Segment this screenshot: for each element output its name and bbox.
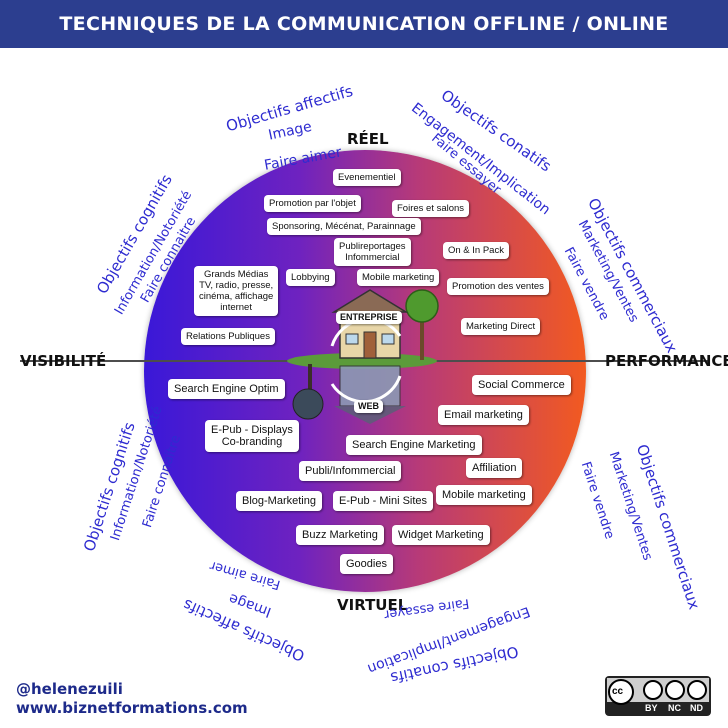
item-lobbying: Lobbying: [286, 269, 335, 286]
item-relations-publiques: Relations Publiques: [181, 328, 275, 345]
nd-label: ND: [690, 703, 703, 713]
item-affiliation: Affiliation: [466, 458, 523, 478]
item-mobile-marketing-web: Mobile marketing: [436, 485, 532, 505]
axis-bottom-label: VIRTUEL: [337, 596, 408, 614]
obj-image-top: Image: [267, 118, 314, 144]
item-sponsoring: Sponsoring, Mécénat, Parainnage: [267, 218, 421, 235]
item-epub-mini-sites: E-Pub - Mini Sites: [333, 491, 434, 511]
item-evenementiel: Evenementiel: [333, 169, 401, 186]
page-title: TECHNIQUES DE LA COMMUNICATION OFFLINE /…: [0, 0, 728, 48]
by-label: BY: [645, 703, 658, 713]
item-mobile-marketing-real: Mobile marketing: [357, 269, 440, 286]
item-widget-marketing: Widget Marketing: [392, 525, 490, 545]
footer-site: www.biznetformations.com: [16, 699, 248, 717]
item-search-engine-optim: Search Engine Optim: [168, 379, 285, 399]
item-social-commerce: Social Commerce: [472, 375, 571, 395]
axis-left-label: VISIBILITÉ: [20, 352, 107, 370]
item-on-in-pack: On & In Pack: [443, 242, 509, 259]
item-promotion-ventes: Promotion des ventes: [447, 278, 549, 295]
item-publi-infommercial: Publi/Infommercial: [299, 461, 402, 481]
license-badge: cc BY NC ND: [605, 676, 711, 716]
item-blog-marketing: Blog-Marketing: [236, 491, 322, 511]
item-publireportages: Publireportages Infommercial: [334, 238, 411, 266]
cc-label: cc: [612, 686, 624, 697]
item-email-marketing: Email marketing: [438, 405, 529, 425]
item-goodies: Goodies: [340, 554, 393, 574]
obj-commerciaux-upper: Objectifs commerciaux: [584, 195, 682, 356]
item-search-engine-marketing: Search Engine Marketing: [346, 435, 482, 455]
axis-right-label: PERFORMANCE: [605, 352, 728, 370]
item-marketing-direct: Marketing Direct: [461, 318, 541, 335]
nc-label: NC: [668, 703, 681, 713]
item-buzz-marketing: Buzz Marketing: [296, 525, 384, 545]
item-grands-medias: Grands Médias TV, radio, presse, cinéma,…: [194, 266, 279, 316]
item-promotion-objet: Promotion par l'objet: [264, 195, 361, 212]
item-foires-salons: Foires et salons: [392, 200, 470, 217]
item-epub-displays: E-Pub - Displays Co-branding: [205, 420, 299, 452]
axis-top-label: RÉEL: [347, 130, 389, 148]
center-label-entreprise: ENTREPRISE: [336, 311, 402, 324]
center-label-web: WEB: [354, 400, 383, 413]
cc-icon: [607, 678, 709, 705]
footer-handle: @helenezuili: [16, 680, 123, 698]
